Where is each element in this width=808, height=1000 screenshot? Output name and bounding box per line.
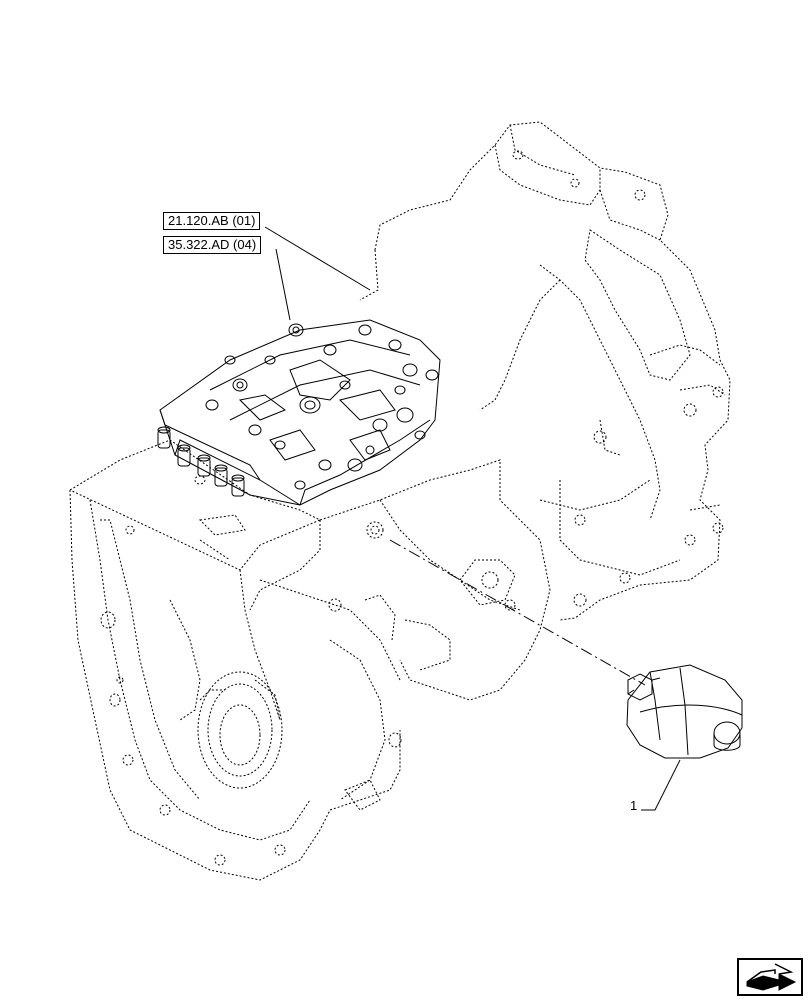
valve-fittings	[205, 323, 439, 490]
leader-lines	[264, 226, 681, 811]
bell-housing-bore	[197, 671, 283, 789]
solenoid-valve	[157, 426, 245, 497]
next-page-arrow-icon[interactable]	[737, 958, 803, 996]
pressure-accumulator	[626, 664, 743, 759]
transmission-upper-housing	[359, 121, 731, 621]
callout-number-1: 1	[630, 798, 638, 813]
arrow-icon	[746, 963, 797, 991]
transmission-front-housing	[69, 439, 551, 881]
reference-label-21-120-ab[interactable]: 21.120.AB (01)	[163, 212, 261, 230]
reference-label-35-322-ad[interactable]: 35.322.AD (04)	[163, 236, 262, 254]
control-valve-block	[157, 319, 441, 506]
